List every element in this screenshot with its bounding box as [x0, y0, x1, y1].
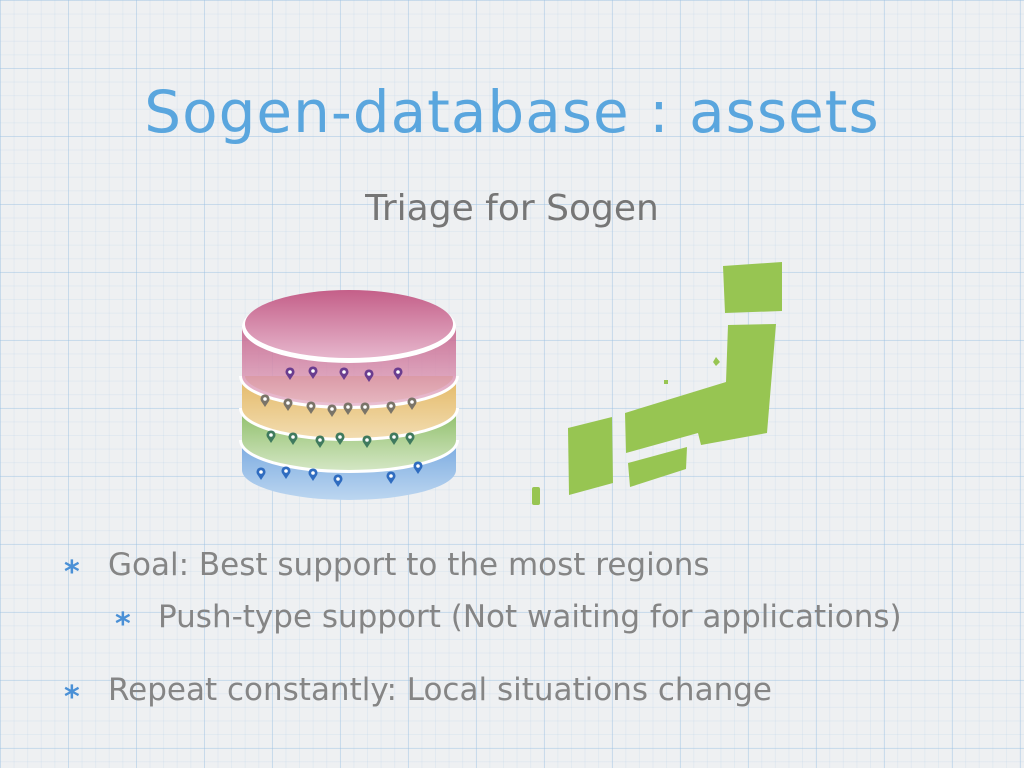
- map-pin-dot: [346, 405, 350, 409]
- map-pin-dot: [311, 369, 315, 373]
- japan-map-icon: [532, 262, 782, 505]
- map-pin-dot: [338, 435, 342, 439]
- slide-title: Sogen-database : assets: [144, 78, 880, 146]
- map-pin-dot: [291, 435, 295, 439]
- map-pin-dot: [263, 397, 267, 401]
- map-pin-dot: [286, 401, 290, 405]
- map-pin-dot: [336, 477, 340, 481]
- map-pin-dot: [259, 470, 263, 474]
- database-icon: [239, 290, 459, 500]
- map-pin-dot: [330, 407, 334, 411]
- map-pin-dot: [365, 438, 369, 442]
- map-pin-dot: [389, 474, 393, 478]
- map-pin-dot: [309, 404, 313, 408]
- map-pin-dot: [284, 469, 288, 473]
- map-pin-dot: [396, 370, 400, 374]
- map-pin-dot: [389, 404, 393, 408]
- bullet-marker-icon: *: [64, 555, 80, 590]
- bullet-subitem: Push-type support (Not waiting for appli…: [158, 599, 902, 635]
- map-pin-dot: [410, 400, 414, 404]
- map-pin-dot: [392, 435, 396, 439]
- map-pin-dot: [311, 471, 315, 475]
- bullet-item: Goal: Best support to the most regions: [108, 547, 710, 583]
- map-pin-dot: [408, 435, 412, 439]
- slide-subtitle: Triage for Sogen: [365, 188, 659, 229]
- bullet-marker-icon: *: [115, 607, 131, 642]
- bullet-marker-icon: *: [64, 680, 80, 715]
- bullet-item: Repeat constantly: Local situations chan…: [108, 672, 772, 708]
- map-pin-dot: [269, 433, 273, 437]
- map-pin-dot: [342, 370, 346, 374]
- map-pin-dot: [288, 370, 292, 374]
- map-pin-dot: [416, 464, 420, 468]
- map-pin-dot: [367, 372, 371, 376]
- map-pin-dot: [363, 405, 367, 409]
- map-pin-dot: [318, 438, 322, 442]
